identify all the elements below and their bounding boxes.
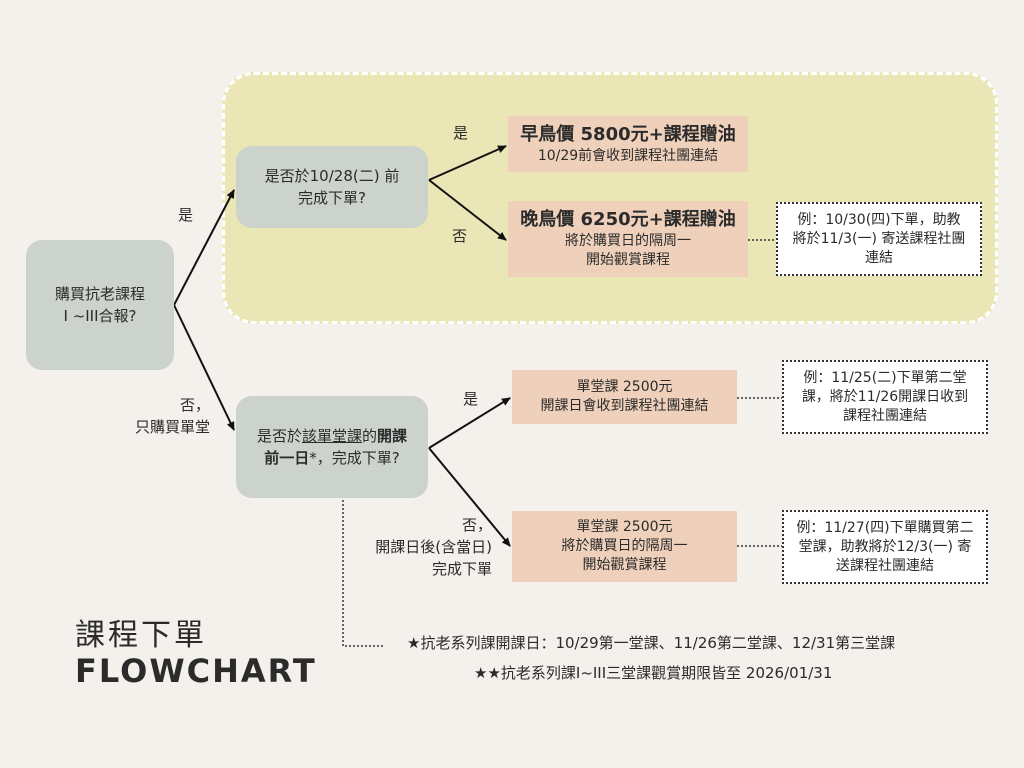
question-single-part3: 的 xyxy=(362,427,378,445)
question-bundle-line2: I ~III合報? xyxy=(63,307,137,325)
result-late-sub1: 將於購買日的隔周一 xyxy=(565,233,691,249)
question-single-part4: 開課 xyxy=(377,427,408,445)
note-single-yes-line2: 課，將於11/26開課日收到 xyxy=(801,388,969,405)
label-yes-bundle: 是 xyxy=(178,206,194,224)
question-single-part6: *，完成下單? xyxy=(309,449,400,467)
question-bundle-purchase: 購買抗老課程 I ~III合報? xyxy=(26,240,174,370)
page-title-chinese: 課程下單 xyxy=(75,618,207,653)
result-early-sub: 10/29前會收到課程社團連結 xyxy=(537,147,719,164)
label-no-after-line1: 否， xyxy=(461,516,492,534)
question-single-class: 是否於該單堂課的開課前一日*，完成下單? xyxy=(236,396,428,498)
footnote-viewing-deadline: ★★抗老系列課I~III三堂課觀賞期限皆至 2026/01/31 xyxy=(474,664,833,682)
result-early-title: 早鳥價 5800元+課程贈油 xyxy=(520,123,736,145)
question-single-text: 是否於該單堂課的開課前一日*，完成下單? xyxy=(257,425,407,469)
question-single-part2: 該單堂課 xyxy=(301,427,362,445)
label-no-after-line2: 開課日後(含當日) xyxy=(375,538,492,556)
footnote-class-dates: ★抗老系列課開課日：10/29第一堂課、11/26第二堂課、12/31第三堂課 xyxy=(407,634,896,652)
note-single-yes-line1: 例：11/25(二)下單第二堂 xyxy=(803,369,967,386)
note-late-example: 例：10/30(四)下單，助教 將於11/3(一) 寄送課程社團 連結 xyxy=(776,202,982,276)
question-single-part5: 前一日 xyxy=(264,449,310,467)
note-late-line3: 連結 xyxy=(865,249,893,266)
label-no-single: 否， 只購買單堂 xyxy=(114,394,210,438)
note-single-no-line2: 堂課，助教將於12/3(一) 寄 xyxy=(798,538,972,555)
result-single-yes-line1: 單堂課 2500元 xyxy=(576,379,673,395)
label-no-after-line3: 完成下單 xyxy=(431,560,492,578)
result-late-bird: 晚鳥價 6250元+課程贈油 將於購買日的隔周一 開始觀賞課程 xyxy=(508,201,748,277)
arrow-single-to-yes xyxy=(428,397,511,449)
label-yes-early: 是 xyxy=(453,124,469,142)
note-late-line1: 例：10/30(四)下單，助教 xyxy=(797,211,961,228)
question-order-date: 是否於10/28(二) 前 完成下單? xyxy=(236,146,428,228)
result-single-no-line3: 開始觀賞課程 xyxy=(582,557,667,573)
result-late-sub2: 開始觀賞課程 xyxy=(586,252,670,268)
result-early-bird: 早鳥價 5800元+課程贈油 10/29前會收到課程社團連結 xyxy=(508,116,748,172)
result-single-yes-line2: 開課日會收到課程社團連結 xyxy=(540,398,709,414)
result-single-no-line2: 將於購買日的隔周一 xyxy=(561,538,688,554)
note-late-line2: 將於11/3(一) 寄送課程社團 xyxy=(792,230,966,247)
note-single-no-line3: 送課程社團連結 xyxy=(836,557,934,574)
result-single-before: 單堂課 2500元 開課日會收到課程社團連結 xyxy=(512,370,737,424)
question-date-line2: 完成下單? xyxy=(298,189,366,207)
arrow-start-to-single xyxy=(173,304,235,431)
note-single-yes-line3: 課程社團連結 xyxy=(843,407,927,424)
result-single-no-line1: 單堂課 2500元 xyxy=(576,519,673,535)
dotted-to-footnote xyxy=(342,500,383,647)
arrow-single-to-no xyxy=(428,447,511,547)
arrow-date-to-late xyxy=(428,179,507,241)
question-date-line1: 是否於10/28(二) 前 xyxy=(264,167,400,185)
page-title-english: FLOWCHART xyxy=(75,652,317,690)
arrow-date-to-early xyxy=(428,145,507,181)
label-no-late: 否 xyxy=(452,227,468,245)
result-late-title: 晚鳥價 6250元+課程贈油 xyxy=(520,209,736,230)
arrow-start-to-date xyxy=(173,189,235,306)
question-single-part1: 是否於 xyxy=(256,427,302,445)
label-yes-before: 是 xyxy=(463,390,479,408)
label-no-single-line2: 只購買單堂 xyxy=(134,418,210,436)
label-no-after: 否， 開課日後(含當日) 完成下單 xyxy=(352,514,492,580)
note-single-after-example: 例：11/27(四)下單購買第二 堂課，助教將於12/3(一) 寄 送課程社團連… xyxy=(782,510,988,584)
note-single-no-line1: 例：11/27(四)下單購買第二 xyxy=(796,519,974,536)
result-single-after: 單堂課 2500元 將於購買日的隔周一 開始觀賞課程 xyxy=(512,511,737,582)
label-no-single-line1: 否， xyxy=(179,396,210,414)
note-single-before-example: 例：11/25(二)下單第二堂 課，將於11/26開課日收到 課程社團連結 xyxy=(782,360,988,434)
question-bundle-line1: 購買抗老課程 xyxy=(54,285,145,303)
